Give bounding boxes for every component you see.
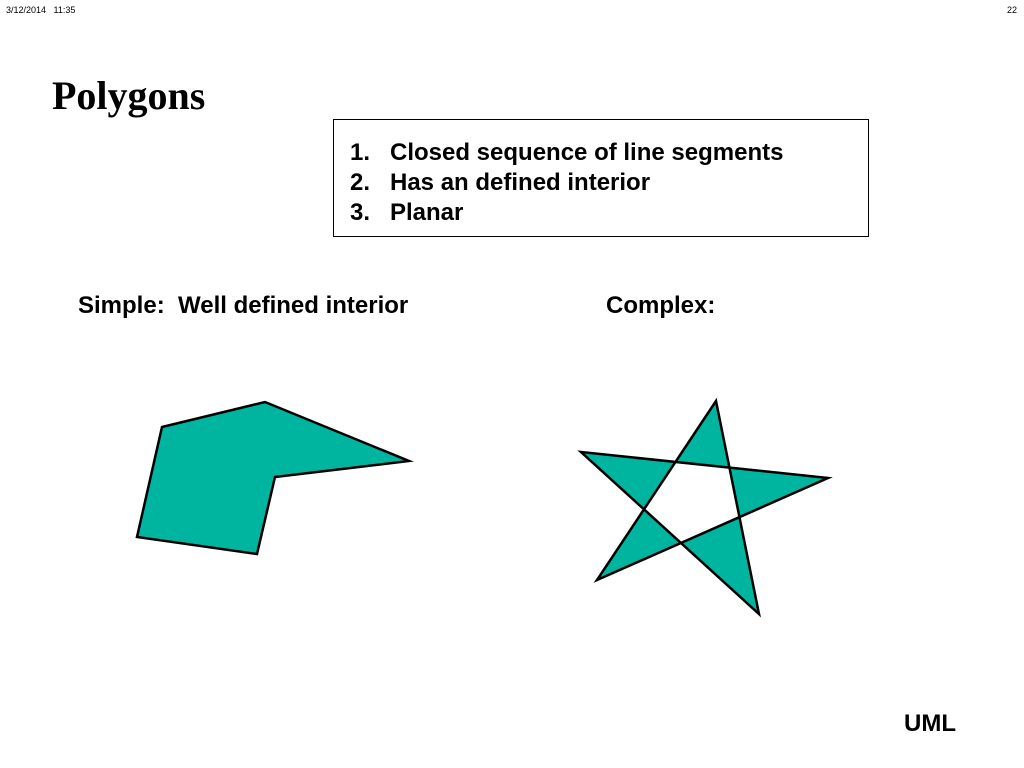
slide-date-time: 3/12/2014 11:35 [6,5,76,15]
property-text: Closed sequence of line segments [390,139,784,166]
simple-polygon-shape [135,400,414,556]
polygon-properties-box: 1. Closed sequence of line segments 2. Has… [333,119,869,237]
property-item: 2. Has an defined interior [350,168,868,198]
property-item: 3. Planar [350,198,868,228]
property-number: 2. [350,169,371,196]
property-text: Planar [390,199,464,226]
simple-polygon-label: Simple: Well defined interior [78,292,409,319]
complex-polygon-label: Complex: [606,292,716,319]
property-number: 1. [350,139,371,166]
property-text: Has an defined interior [390,169,651,196]
property-item: 1. Closed sequence of line segments [350,138,868,168]
polygon-properties-list: 1. Closed sequence of line segments 2. Has… [350,138,868,228]
slide-title: Polygons [52,73,206,118]
complex-star-polygon-shape [577,397,833,618]
footer-uml-label: UML [904,710,956,737]
slide-page-number: 22 [1006,5,1017,15]
property-number: 3. [350,199,371,226]
